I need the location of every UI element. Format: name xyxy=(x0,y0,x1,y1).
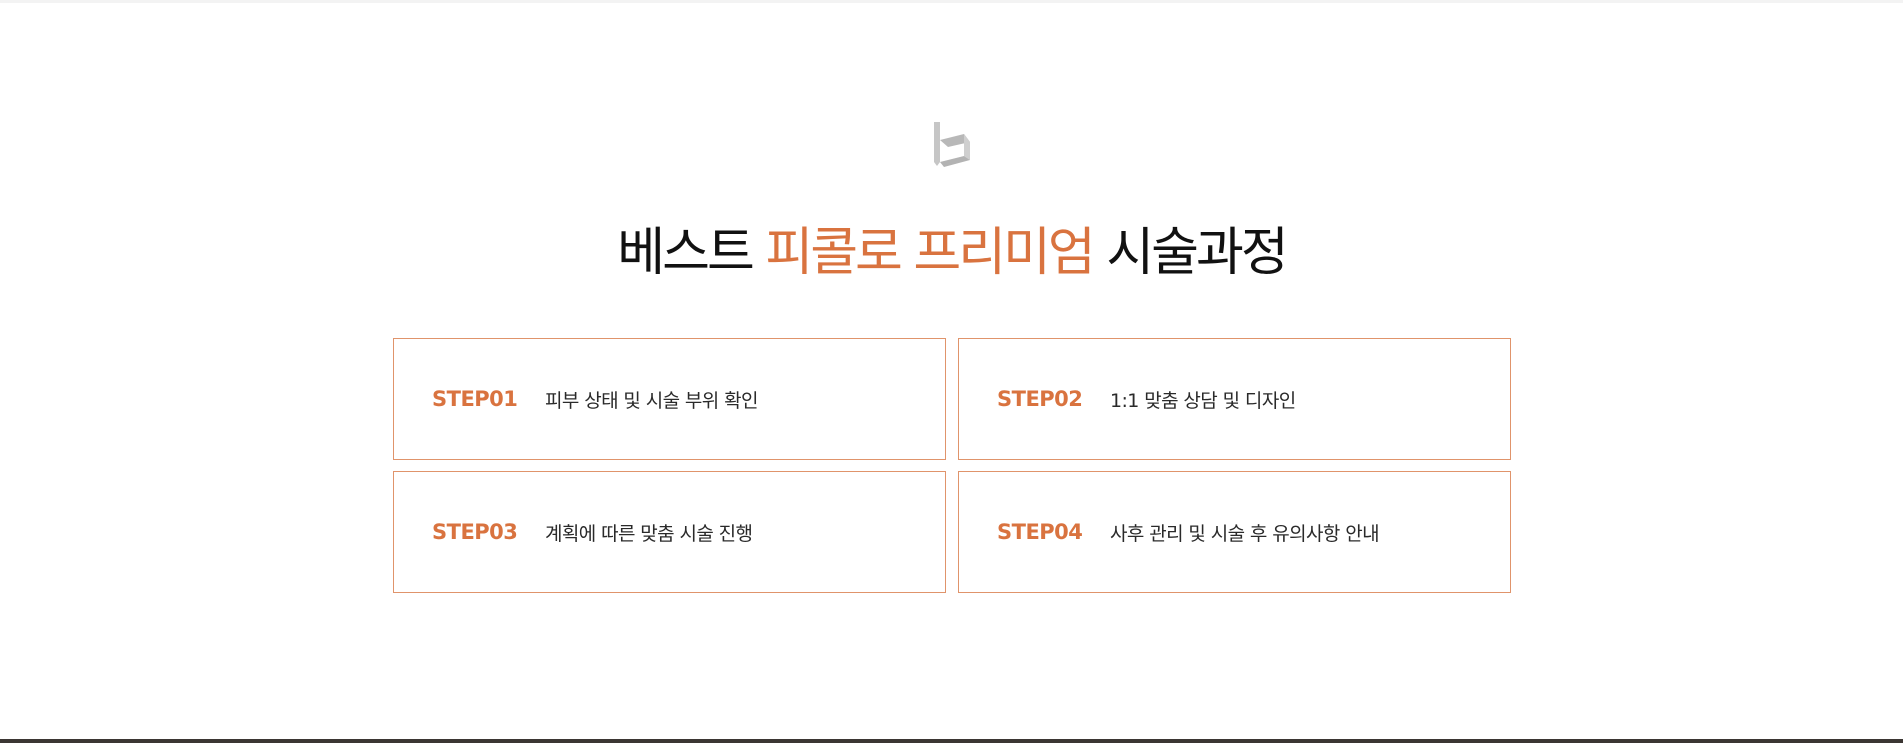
step-card-4: STEP04 사후 관리 및 시술 후 유의사항 안내 xyxy=(958,471,1511,593)
step-description: 1:1 맞춤 상담 및 디자인 xyxy=(1110,389,1296,412)
step-card-2: STEP02 1:1 맞춤 상담 및 디자인 xyxy=(958,338,1511,460)
brand-mark-icon xyxy=(934,122,970,167)
procedure-steps-grid: STEP01 피부 상태 및 시술 부위 확인 STEP02 1:1 맞춤 상담… xyxy=(393,338,1511,593)
step-description: 사후 관리 및 시술 후 유의사항 안내 xyxy=(1110,522,1380,545)
title-suffix: 시술과정 xyxy=(1106,222,1288,283)
top-divider xyxy=(0,0,1903,3)
section-title: 베스트 피콜로 프리미엄 시술과정 xyxy=(0,223,1903,283)
step-label: STEP02 xyxy=(997,387,1083,411)
footer-divider xyxy=(0,739,1903,743)
step-label: STEP03 xyxy=(432,520,518,544)
step-card-1: STEP01 피부 상태 및 시술 부위 확인 xyxy=(393,338,946,460)
step-card-3: STEP03 계획에 따른 맞춤 시술 진행 xyxy=(393,471,946,593)
step-label: STEP04 xyxy=(997,520,1083,544)
step-label: STEP01 xyxy=(432,387,518,411)
step-description: 피부 상태 및 시술 부위 확인 xyxy=(545,389,758,412)
title-accent: 피콜로 프리미엄 xyxy=(765,222,1095,283)
title-prefix: 베스트 xyxy=(617,222,755,283)
step-description: 계획에 따른 맞춤 시술 진행 xyxy=(545,522,753,545)
